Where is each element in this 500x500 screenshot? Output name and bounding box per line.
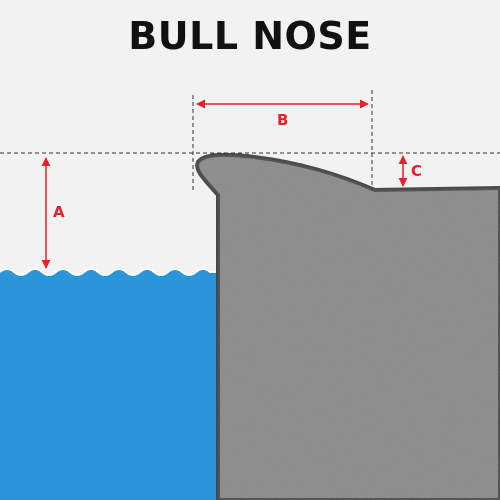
dimension-c-label: C: [411, 162, 422, 180]
dimension-a-label: A: [53, 203, 65, 221]
stone-texture: [197, 154, 500, 500]
dimension-b-label: B: [277, 111, 288, 129]
diagram-title: BULL NOSE: [128, 14, 372, 58]
water-area: [0, 269, 218, 500]
water-surface-wave: [0, 268, 218, 276]
